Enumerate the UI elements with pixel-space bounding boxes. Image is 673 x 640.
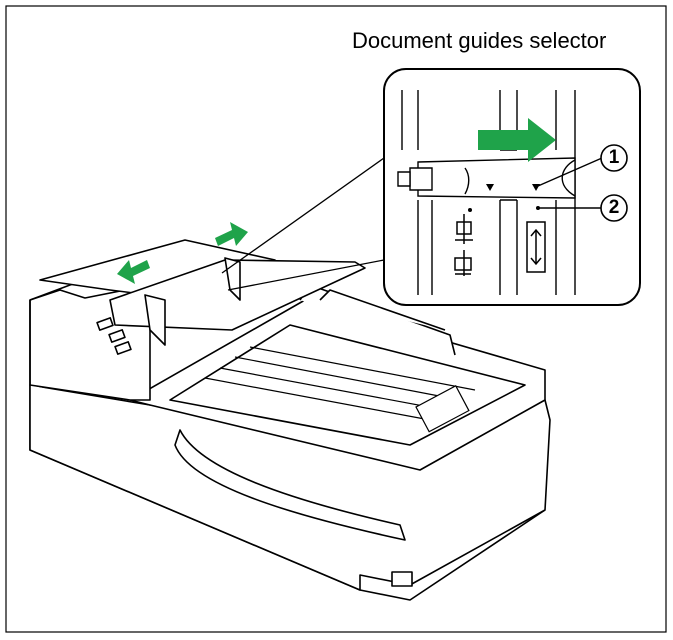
callout-circle-2 [600, 194, 628, 222]
flatbed-glass-lines [204, 346, 476, 433]
zoom-leader-lines [221, 157, 385, 291]
guide-wide-icon [526, 221, 546, 273]
guide-narrow-icon [454, 250, 472, 276]
callout-number-1: 1 [608, 147, 620, 168]
arrow-right-icon [478, 118, 556, 162]
arrow-right-icon [215, 222, 248, 246]
callout-circle-1 [600, 144, 628, 172]
guide-width-icon [455, 214, 473, 244]
callout-number-2: 2 [608, 197, 620, 218]
arrow-left-icon [117, 260, 150, 284]
diagram-title: Document guides selector [352, 28, 607, 53]
figure-border [5, 5, 667, 633]
scanner-body [29, 239, 551, 601]
